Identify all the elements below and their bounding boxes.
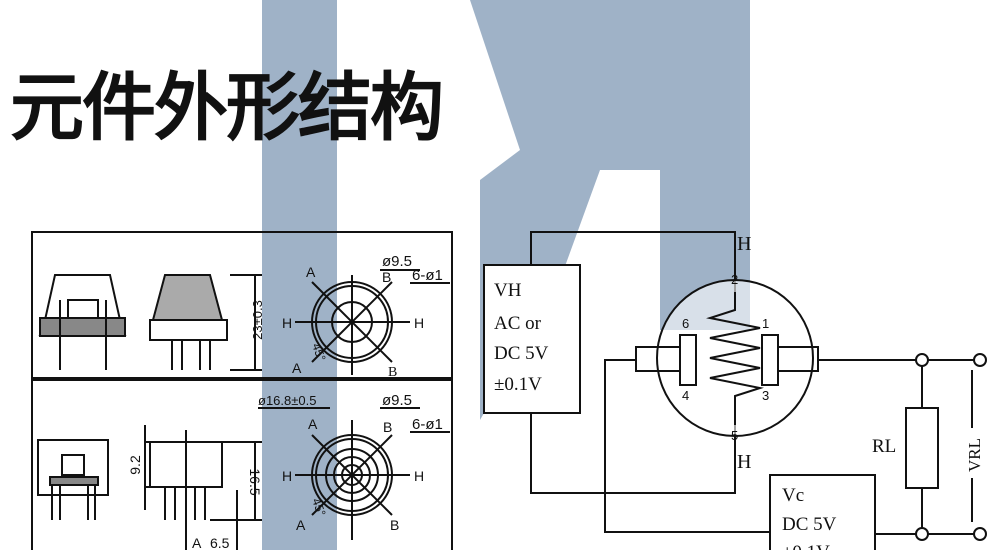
- pin-label: B: [382, 269, 391, 285]
- heater-spec-line: ±0.1V: [494, 374, 542, 395]
- supply-spec-line: DC 5V: [782, 514, 837, 535]
- supply-spec-line: ±0.1V: [782, 542, 830, 550]
- heater-voltage-label: VH: [494, 280, 522, 301]
- page-title: 元件外形结构: [10, 65, 444, 151]
- heater-terminal-bottom: H: [737, 451, 751, 473]
- heater-terminal-top: H: [737, 233, 751, 255]
- heater-spec-line: DC 5V: [494, 343, 549, 364]
- dim-pins: 6-ø1: [412, 267, 443, 284]
- dim-inner-diameter: ø9.5: [382, 392, 412, 409]
- dim-outer-diameter: ø16.8±0.5: [258, 393, 316, 408]
- dim-pins: 6-ø1: [412, 416, 443, 433]
- pin-label: A: [308, 416, 318, 432]
- pin-label: H: [282, 468, 292, 484]
- outline-bottom: [31, 379, 453, 550]
- outline-bottom-labels: ø16.8±0.5 ø9.5 6-ø1 9.2 16.5 A 6.5 45° A…: [127, 392, 443, 550]
- output-voltage-label: VRL: [965, 438, 984, 472]
- pin-label: A: [292, 360, 302, 376]
- pin-label: H: [282, 315, 292, 331]
- dim-angle: 45°: [309, 341, 328, 363]
- pin-label: B: [383, 419, 392, 435]
- pin-number: 6: [682, 316, 689, 331]
- pin-label: B: [388, 365, 397, 380]
- load-resistor-label: RL: [872, 436, 896, 457]
- pin-number: 4: [682, 388, 689, 403]
- circuit-labels: VH AC or DC 5V ±0.1V Vc DC 5V ±0.1V H H …: [494, 233, 984, 550]
- dim-pin-length: 6.5: [210, 535, 230, 550]
- heater-spec-line: AC or: [494, 313, 542, 334]
- pin-number: 3: [762, 388, 769, 403]
- outline-top: [31, 231, 453, 379]
- pin-label: H: [414, 468, 424, 484]
- pin-label: H: [414, 315, 424, 331]
- pin-label: B: [390, 517, 399, 533]
- pin-number: 2: [731, 272, 738, 287]
- outline-top-labels: ø9.5 6-ø1 23±0.3 45° A B H H A B: [250, 253, 443, 380]
- test-circuit: [483, 231, 987, 550]
- dim-inner-diameter: ø9.5: [382, 253, 412, 270]
- pin-label: A: [306, 264, 316, 280]
- pin-label: A: [296, 517, 306, 533]
- dim-height: 23±0.3: [250, 300, 265, 340]
- dim-angle: 45°: [309, 496, 328, 518]
- pin-number: 5: [731, 428, 738, 443]
- supply-voltage-label: Vc: [782, 485, 804, 506]
- pin-number: 1: [762, 316, 769, 331]
- dim-total-height: 16.5: [247, 468, 263, 495]
- dim-body-height: 9.2: [127, 455, 143, 475]
- view-arrow-label: A: [192, 535, 202, 550]
